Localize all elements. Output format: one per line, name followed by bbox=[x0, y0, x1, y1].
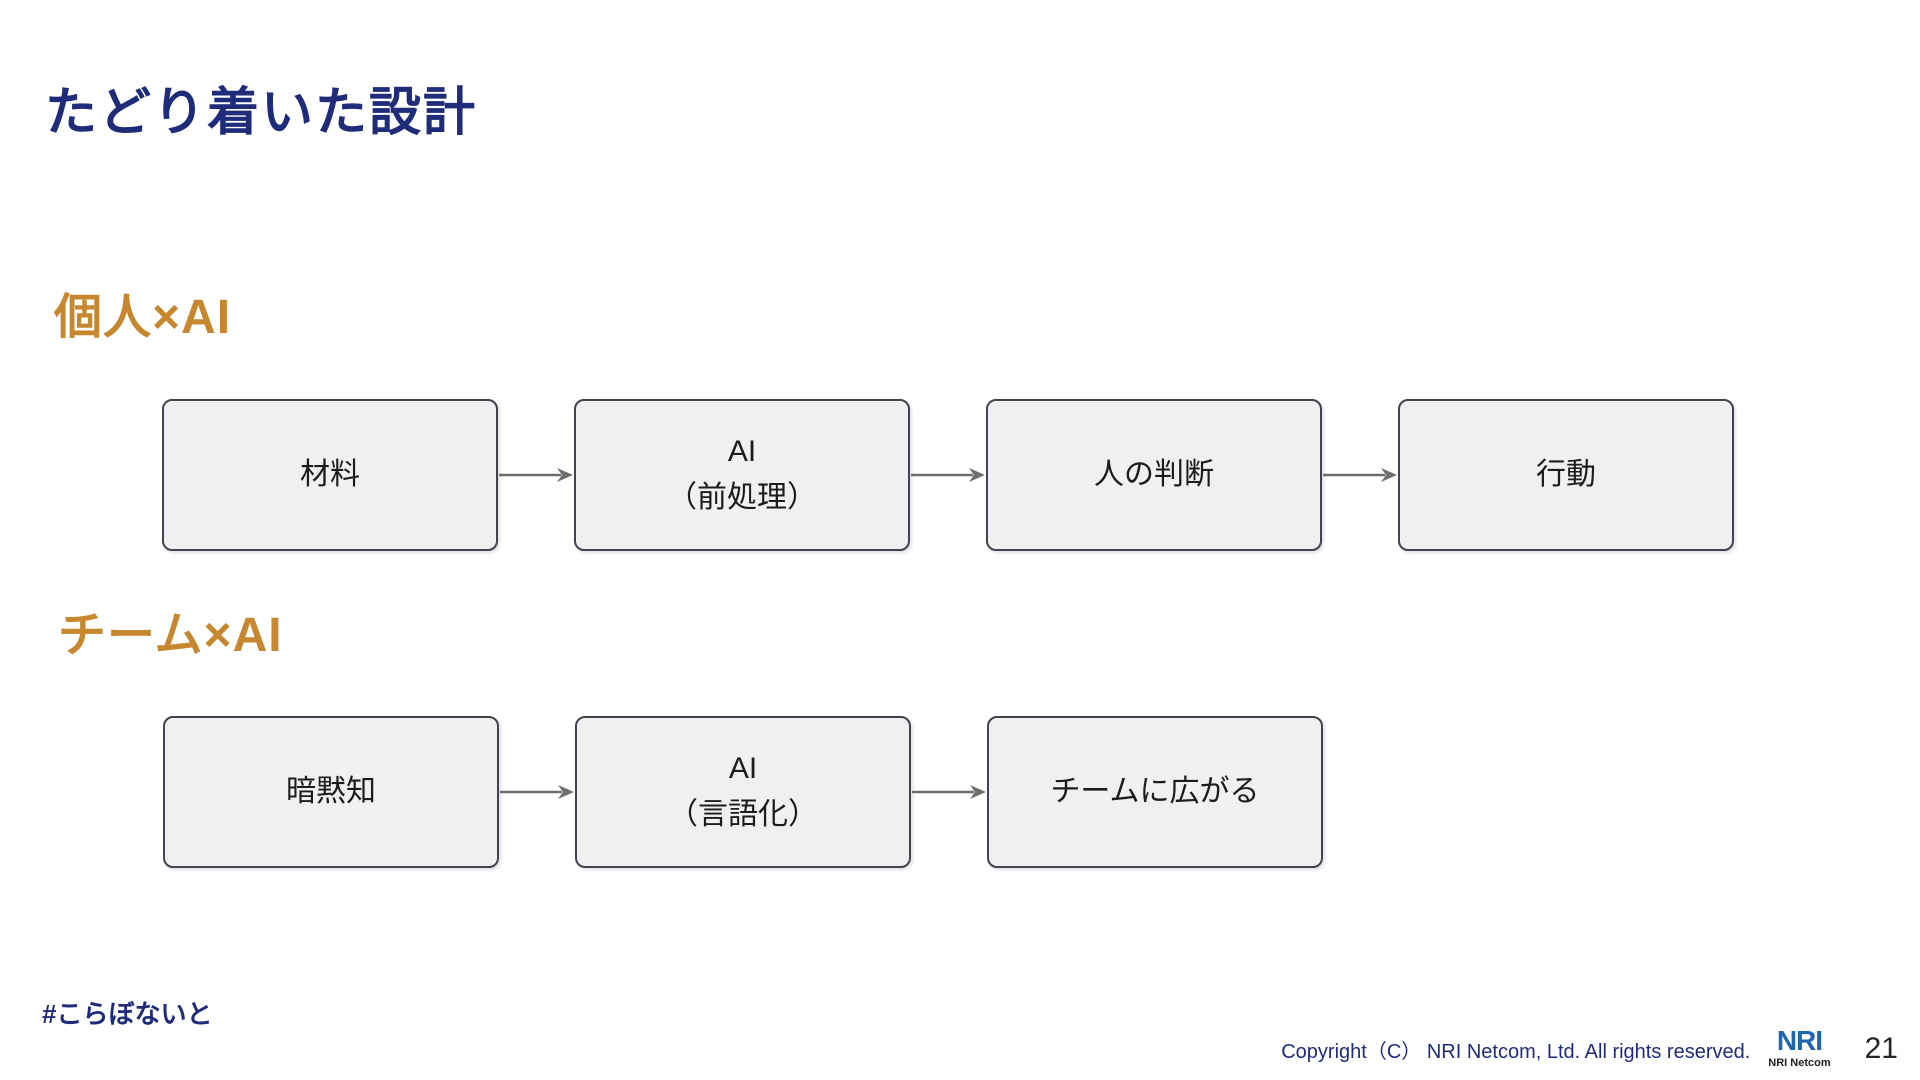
flow-box-label: 人の判断 bbox=[1094, 457, 1214, 491]
nri-logo-text: NRI bbox=[1776, 1025, 1823, 1057]
flow-box-tacit-knowledge: 暗黙知 bbox=[163, 716, 499, 868]
flow-box-material: 材料 bbox=[162, 399, 498, 551]
flow-row-individual: 材料 AI （前処理） 人の判断 行動 bbox=[162, 399, 1734, 551]
flow-box-label: AI bbox=[728, 751, 758, 785]
flow-box-label: 行動 bbox=[1536, 457, 1596, 491]
flow-box-label: （言語化） bbox=[668, 798, 818, 831]
flow-box-label: AI bbox=[727, 434, 757, 468]
page-number: 21 bbox=[1864, 1032, 1898, 1065]
hashtag-text: #こらぼないと bbox=[42, 999, 213, 1029]
footer: Copyright（C） NRI Netcom, Ltd. All rights… bbox=[1281, 1024, 1898, 1074]
nri-netcom-logo: NRI NRI Netcom bbox=[1768, 1027, 1830, 1070]
flow-box-spread-to-team: チームに広がる bbox=[987, 716, 1323, 868]
flow-box-ai-verbalization: AI （言語化） bbox=[575, 716, 911, 868]
flow-box-ai-preprocessing: AI （前処理） bbox=[574, 399, 910, 551]
flow-box-human-judgment: 人の判断 bbox=[986, 399, 1322, 551]
section-heading-individual-ai: 個人×AI bbox=[54, 291, 232, 344]
flow-box-label: （前処理） bbox=[667, 481, 817, 514]
copyright-text: Copyright（C） NRI Netcom, Ltd. All rights… bbox=[1281, 1040, 1751, 1063]
arrow-right-icon bbox=[911, 781, 987, 803]
arrow-right-icon bbox=[910, 464, 986, 486]
flow-box-action: 行動 bbox=[1398, 399, 1734, 551]
slide-title: たどり着いた設計 bbox=[45, 84, 478, 142]
nri-logo-subtext: NRI Netcom bbox=[1768, 1057, 1831, 1070]
arrow-right-icon bbox=[1322, 464, 1398, 486]
section-heading-team-ai: チーム×AI bbox=[58, 609, 283, 662]
flow-row-team: 暗黙知 AI （言語化） チームに広がる bbox=[163, 716, 1323, 868]
flow-box-label: 暗黙知 bbox=[286, 774, 376, 808]
arrow-right-icon bbox=[499, 781, 575, 803]
flow-box-label: 材料 bbox=[300, 457, 360, 491]
flow-box-label: チームに広がる bbox=[1050, 774, 1260, 808]
arrow-right-icon bbox=[498, 464, 574, 486]
